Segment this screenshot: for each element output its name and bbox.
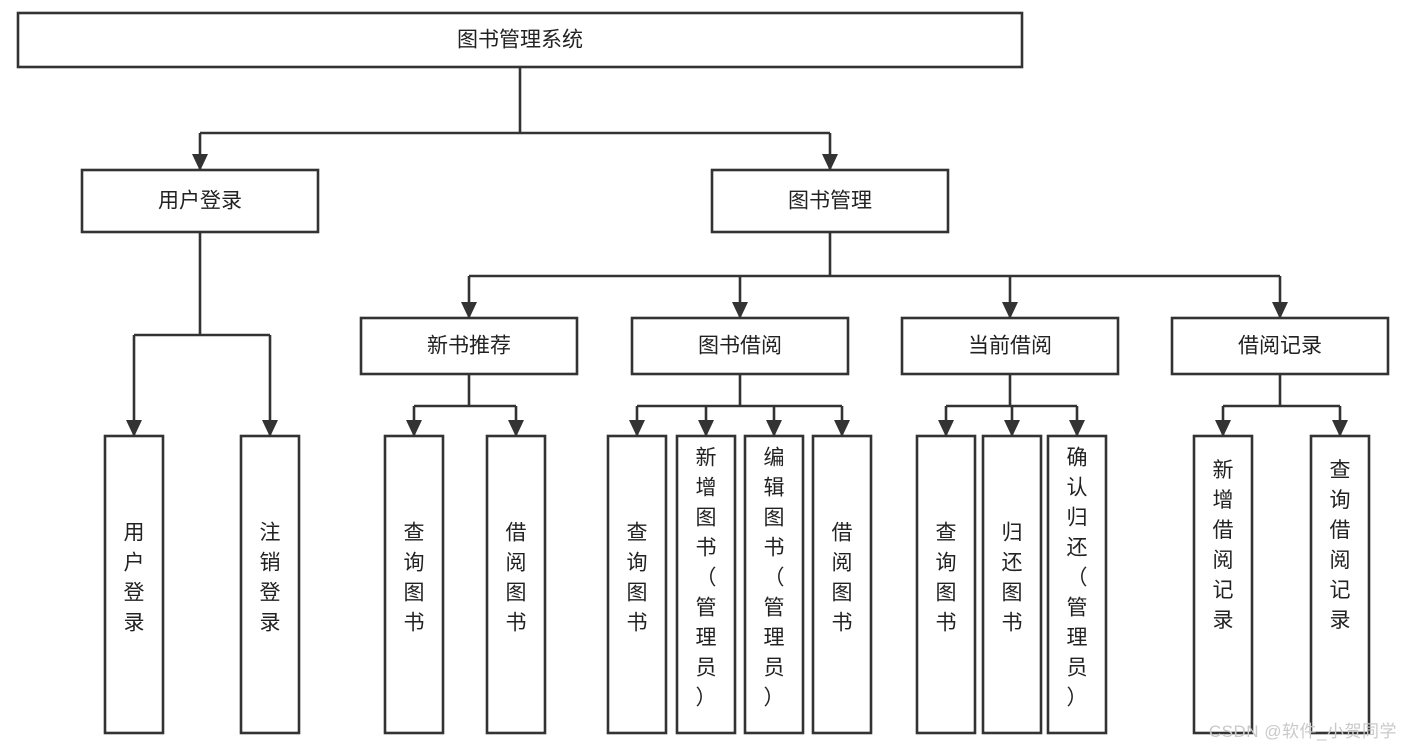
node-leaf-confirm-return[interactable]: 确认归还（管理员） bbox=[1046, 434, 1108, 735]
node-user-login[interactable]: 用户登录 bbox=[80, 168, 320, 234]
node-label-leaf-confirm-return: 确认归还（管理员） bbox=[1067, 447, 1088, 710]
node-box-new-book-recommend[interactable] bbox=[359, 316, 579, 376]
edge-group-book-borrow bbox=[629, 374, 850, 437]
node-label-leaf-user-login: 用户登录 bbox=[124, 522, 145, 635]
arrow-head-icon bbox=[1215, 420, 1231, 437]
node-box-leaf-add-record[interactable] bbox=[1192, 434, 1254, 735]
node-box-leaf-query-book-2[interactable] bbox=[606, 434, 668, 735]
node-leaf-logout[interactable]: 注销登录 bbox=[239, 434, 301, 735]
node-leaf-query-book-3[interactable]: 查询图书 bbox=[915, 434, 977, 735]
node-box-root[interactable] bbox=[16, 11, 1024, 69]
node-leaf-query-book-1[interactable]: 查询图书 bbox=[383, 434, 445, 735]
arrow-head-icon bbox=[834, 420, 850, 437]
edge-group-new-book-recommend bbox=[406, 374, 524, 437]
node-label-book-borrow: 图书借阅 bbox=[698, 335, 782, 358]
node-box-leaf-query-book-3[interactable] bbox=[915, 434, 977, 735]
connector-layer bbox=[126, 67, 1348, 437]
node-label-book-management: 图书管理 bbox=[788, 190, 872, 213]
node-box-leaf-user-login[interactable] bbox=[103, 434, 165, 735]
node-box-borrow-record[interactable] bbox=[1170, 316, 1390, 376]
arrow-head-icon bbox=[1069, 420, 1085, 437]
node-box-book-management[interactable] bbox=[710, 168, 950, 234]
node-label-leaf-edit-book: 编辑图书（管理员） bbox=[764, 447, 785, 710]
node-leaf-query-record[interactable]: 查询借阅记录 bbox=[1309, 434, 1371, 735]
node-label-leaf-add-record: 新增借阅记录 bbox=[1213, 459, 1234, 632]
arrow-head-icon bbox=[192, 154, 208, 171]
node-leaf-add-book[interactable]: 新增图书（管理员） bbox=[675, 434, 737, 735]
arrow-head-icon bbox=[629, 420, 645, 437]
arrow-head-icon bbox=[1332, 420, 1348, 437]
node-new-book-recommend[interactable]: 新书推荐 bbox=[359, 316, 579, 376]
node-box-leaf-query-record[interactable] bbox=[1309, 434, 1371, 735]
edge-group-book-management bbox=[461, 232, 1288, 319]
arrow-head-icon bbox=[1272, 302, 1288, 319]
node-box-leaf-logout[interactable] bbox=[239, 434, 301, 735]
arrow-head-icon bbox=[732, 302, 748, 319]
node-label-borrow-record: 借阅记录 bbox=[1238, 335, 1322, 358]
node-box-leaf-return-book[interactable] bbox=[981, 434, 1043, 735]
edge-group-root bbox=[192, 67, 838, 171]
node-layer: 图书管理系统用户登录图书管理新书推荐图书借阅当前借阅借阅记录用户登录注销登录查询… bbox=[16, 11, 1390, 735]
arrow-head-icon bbox=[262, 420, 278, 437]
edge-group-user-login bbox=[126, 232, 278, 437]
node-label-leaf-add-book: 新增图书（管理员） bbox=[696, 447, 717, 710]
node-label-leaf-return-book: 归还图书 bbox=[1002, 522, 1023, 635]
node-label-leaf-query-book-2: 查询图书 bbox=[627, 522, 648, 635]
arrow-head-icon bbox=[126, 420, 142, 437]
node-label-leaf-borrow-book-1: 借阅图书 bbox=[506, 522, 527, 635]
node-box-user-login[interactable] bbox=[80, 168, 320, 234]
arrow-head-icon bbox=[698, 420, 714, 437]
arrow-head-icon bbox=[822, 154, 838, 171]
node-box-current-borrow[interactable] bbox=[900, 316, 1120, 376]
node-box-leaf-borrow-book-2[interactable] bbox=[811, 434, 873, 735]
csdn-watermark: CSDN @软件_小贺同学 bbox=[1208, 722, 1397, 741]
arrow-head-icon bbox=[508, 420, 524, 437]
node-label-leaf-query-book-3: 查询图书 bbox=[936, 522, 957, 635]
arrow-head-icon bbox=[1004, 420, 1020, 437]
arrow-head-icon bbox=[938, 420, 954, 437]
node-box-leaf-query-book-1[interactable] bbox=[383, 434, 445, 735]
node-box-leaf-edit-book[interactable] bbox=[743, 434, 805, 735]
node-book-borrow[interactable]: 图书借阅 bbox=[630, 316, 850, 376]
node-book-management[interactable]: 图书管理 bbox=[710, 168, 950, 234]
node-current-borrow[interactable]: 当前借阅 bbox=[900, 316, 1120, 376]
node-leaf-user-login[interactable]: 用户登录 bbox=[103, 434, 165, 735]
node-leaf-borrow-book-2[interactable]: 借阅图书 bbox=[811, 434, 873, 735]
node-leaf-borrow-book-1[interactable]: 借阅图书 bbox=[485, 434, 547, 735]
node-leaf-edit-book[interactable]: 编辑图书（管理员） bbox=[743, 434, 805, 735]
arrow-head-icon bbox=[766, 420, 782, 437]
node-borrow-record[interactable]: 借阅记录 bbox=[1170, 316, 1390, 376]
node-leaf-return-book[interactable]: 归还图书 bbox=[981, 434, 1043, 735]
node-label-leaf-query-book-1: 查询图书 bbox=[404, 522, 425, 635]
node-box-leaf-borrow-book-1[interactable] bbox=[485, 434, 547, 735]
node-label-new-book-recommend: 新书推荐 bbox=[427, 335, 511, 358]
node-leaf-add-record[interactable]: 新增借阅记录 bbox=[1192, 434, 1254, 735]
node-label-user-login: 用户登录 bbox=[158, 190, 242, 213]
node-label-leaf-logout: 注销登录 bbox=[260, 522, 281, 635]
node-leaf-query-book-2[interactable]: 查询图书 bbox=[606, 434, 668, 735]
arrow-head-icon bbox=[1002, 302, 1018, 319]
node-label-leaf-query-record: 查询借阅记录 bbox=[1330, 459, 1351, 632]
node-root[interactable]: 图书管理系统 bbox=[16, 11, 1024, 69]
node-box-book-borrow[interactable] bbox=[630, 316, 850, 376]
node-label-current-borrow: 当前借阅 bbox=[968, 335, 1052, 358]
edge-group-borrow-record bbox=[1215, 374, 1348, 437]
node-label-root: 图书管理系统 bbox=[457, 29, 583, 52]
arrow-head-icon bbox=[461, 302, 477, 319]
node-box-leaf-add-book[interactable] bbox=[675, 434, 737, 735]
node-box-leaf-confirm-return[interactable] bbox=[1046, 434, 1108, 735]
node-label-leaf-borrow-book-2: 借阅图书 bbox=[832, 522, 853, 635]
arrow-head-icon bbox=[406, 420, 422, 437]
edge-group-current-borrow bbox=[938, 374, 1085, 437]
